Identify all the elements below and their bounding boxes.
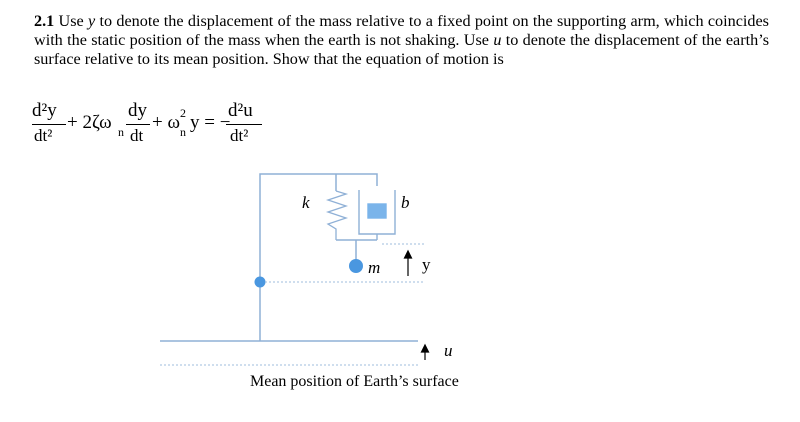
support-structure xyxy=(160,173,418,342)
eq-term1-denominator: dt² xyxy=(34,126,53,145)
figure-caption: Mean position of Earth’s surface xyxy=(250,373,459,390)
arrow-u-head xyxy=(420,343,430,353)
var-y: y xyxy=(88,12,96,30)
eq-subscript-n-1: n xyxy=(118,125,124,139)
eq-term2-numerator: dy xyxy=(128,100,147,121)
displacement-arrows xyxy=(403,249,430,360)
eq-term3-rule xyxy=(226,124,262,126)
eq-superscript-2: 2 xyxy=(180,106,186,120)
problem-text-3: to denote the displacement of the earth’… xyxy=(34,31,769,68)
problem-text-2: to denote the displacement of the mass r… xyxy=(34,12,769,49)
eq-term1-rule xyxy=(32,124,66,126)
mass-connector xyxy=(336,239,377,262)
var-u: u xyxy=(493,31,502,49)
problem-text-1: Use xyxy=(54,12,88,30)
label-b: b xyxy=(401,193,410,212)
label-m: m xyxy=(368,258,381,277)
label-u: u xyxy=(444,341,453,360)
eq-y-equals: y = − xyxy=(190,112,231,133)
label-y: y xyxy=(422,255,431,274)
problem-statement: 2.1 Use y to denote the displacement of … xyxy=(34,12,769,69)
eq-plus-omega: + ω xyxy=(152,112,180,133)
eq-plus-zeta: + 2ζω xyxy=(67,112,112,133)
label-k: k xyxy=(302,193,310,212)
damper-piston xyxy=(367,203,387,219)
eq-subscript-n-2: n xyxy=(180,125,186,139)
mass xyxy=(349,259,363,273)
eq-term2-denominator: dt xyxy=(130,126,144,145)
eq-term3-denominator: dt² xyxy=(230,126,249,145)
equation-of-motion: d²y dt² + 2ζω n dy dt + ω 2 n y = − d²u … xyxy=(32,100,312,152)
eq-term3-numerator: d²u xyxy=(228,100,253,121)
arrow-y-head xyxy=(403,249,413,259)
pivot-point xyxy=(254,276,266,288)
damper xyxy=(358,190,396,240)
support-arm xyxy=(259,173,378,341)
spring xyxy=(325,190,349,240)
reference-lines xyxy=(160,243,424,366)
eq-term2-rule xyxy=(126,124,150,126)
problem-number: 2.1 xyxy=(34,12,55,30)
eq-term1-numerator: d²y xyxy=(32,100,57,121)
